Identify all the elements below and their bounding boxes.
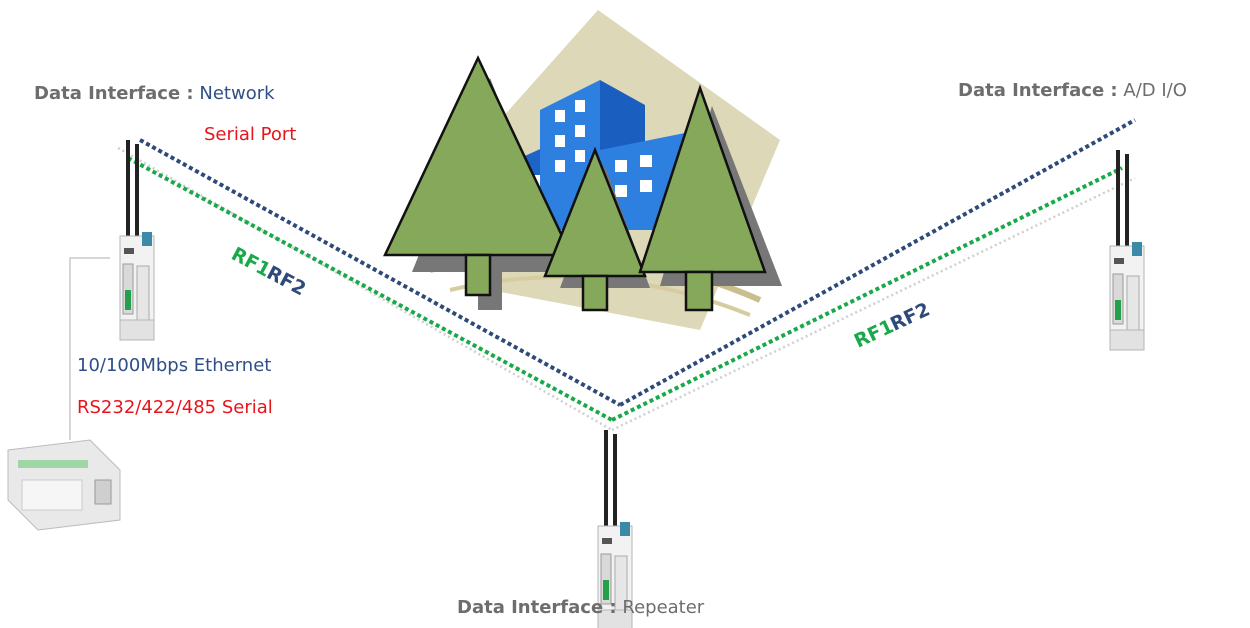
left-rf2-label: RF2 bbox=[263, 262, 309, 301]
right-interface-label: Data Interface : bbox=[958, 80, 1118, 101]
ethernet-label: 10/100Mbps Ethernet bbox=[77, 355, 272, 376]
repeater-node-interface: Data Interface : Repeater bbox=[457, 597, 704, 619]
left-node-interface: Data Interface : Network bbox=[34, 83, 275, 105]
repeater-interface-value: Repeater bbox=[622, 597, 705, 618]
rf2-link-left bbox=[139, 138, 621, 407]
serial-cable bbox=[69, 257, 110, 440]
right-modem-icon bbox=[1109, 149, 1145, 351]
repeater-interface-label: Data Interface : bbox=[457, 597, 617, 618]
tree-icon bbox=[638, 84, 782, 312]
right-node-interface: Data Interface : A/D I/O bbox=[958, 80, 1187, 102]
plc-icon bbox=[7, 439, 121, 531]
serial-label: RS232/422/485 Serial bbox=[77, 397, 273, 418]
rf1-link-left bbox=[127, 156, 613, 422]
rf1-link-right bbox=[611, 166, 1123, 422]
left-interface-label: Data Interface : bbox=[34, 83, 194, 104]
right-interface-value: A/D I/O bbox=[1123, 80, 1187, 101]
left-interface-value2: Serial Port bbox=[204, 124, 297, 145]
right-rf2-label: RF2 bbox=[887, 298, 933, 335]
tree-icon bbox=[383, 55, 573, 310]
left-interface-value: Network bbox=[199, 83, 275, 104]
rf2-link-right bbox=[619, 118, 1136, 407]
tree-icon bbox=[543, 146, 650, 312]
